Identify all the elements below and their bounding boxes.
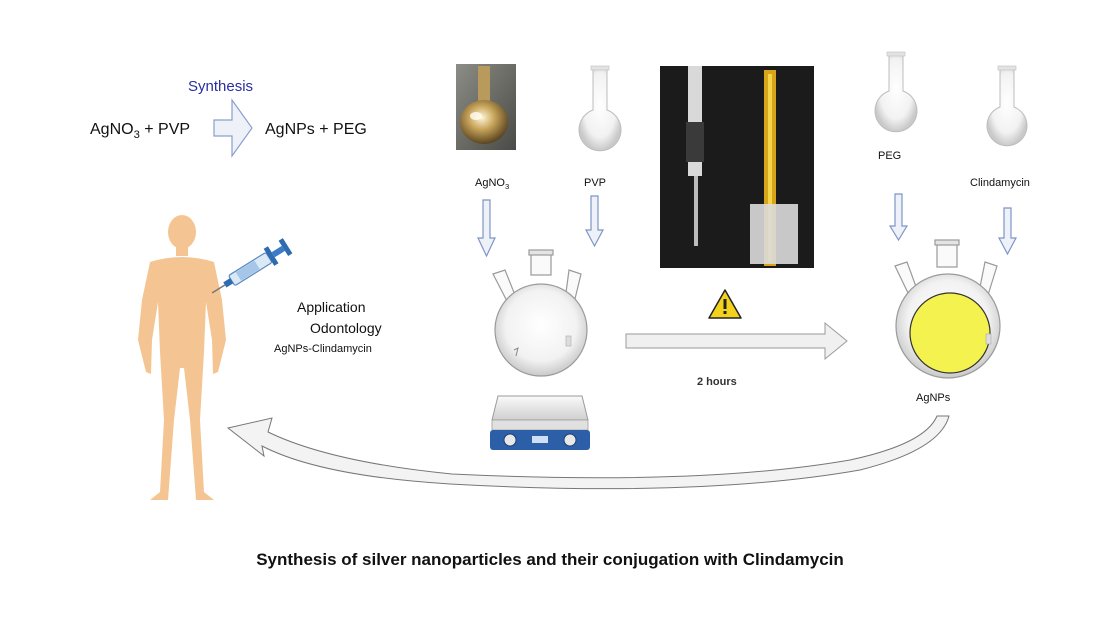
lab-setup-photo xyxy=(660,66,814,268)
synthesis-arrow-icon xyxy=(213,98,253,158)
application-field: Odontology xyxy=(310,320,382,336)
agno3-down-arrow-icon xyxy=(477,199,496,258)
application-heading: Application xyxy=(297,299,366,315)
peg-label: PEG xyxy=(878,150,902,162)
agno3-label: AgNO3 xyxy=(475,177,510,192)
three-neck-flask-icon xyxy=(492,249,588,377)
human-figure xyxy=(138,215,226,500)
pvp-flask-icon xyxy=(578,65,622,152)
synthesis-title: Synthesis xyxy=(188,78,254,95)
return-arrow-icon xyxy=(226,415,950,490)
hot-plate-stirrer-icon xyxy=(490,395,590,450)
syringe-icon xyxy=(211,238,293,294)
peg-flask-icon xyxy=(874,51,918,133)
process-arrow-icon xyxy=(625,321,848,361)
application-compound: AgNPs-Clindamycin xyxy=(274,343,372,355)
reaction-products: AgNPs + PEG xyxy=(265,121,367,138)
clindamycin-down-arrow-icon xyxy=(998,207,1017,256)
pvp-label: PVP xyxy=(584,177,607,189)
pvp-down-arrow-icon xyxy=(585,195,604,248)
warning-icon xyxy=(708,289,742,319)
duration-label: 2 hours xyxy=(697,376,737,388)
agnps-flask-icon xyxy=(894,239,1001,379)
peg-down-arrow-icon xyxy=(888,193,909,242)
agno3-flask-photo xyxy=(456,64,516,150)
figure-caption: Synthesis of silver nanoparticles and th… xyxy=(256,550,844,569)
clindamycin-flask-icon xyxy=(986,65,1028,147)
down-arrow-icons xyxy=(477,193,1017,258)
clindamycin-label: Clindamycin xyxy=(970,177,1030,189)
nanoparticle-solution xyxy=(909,292,991,374)
reaction-reactants: AgNO3 + PVP xyxy=(90,121,191,142)
product-label: AgNPs xyxy=(916,392,951,404)
